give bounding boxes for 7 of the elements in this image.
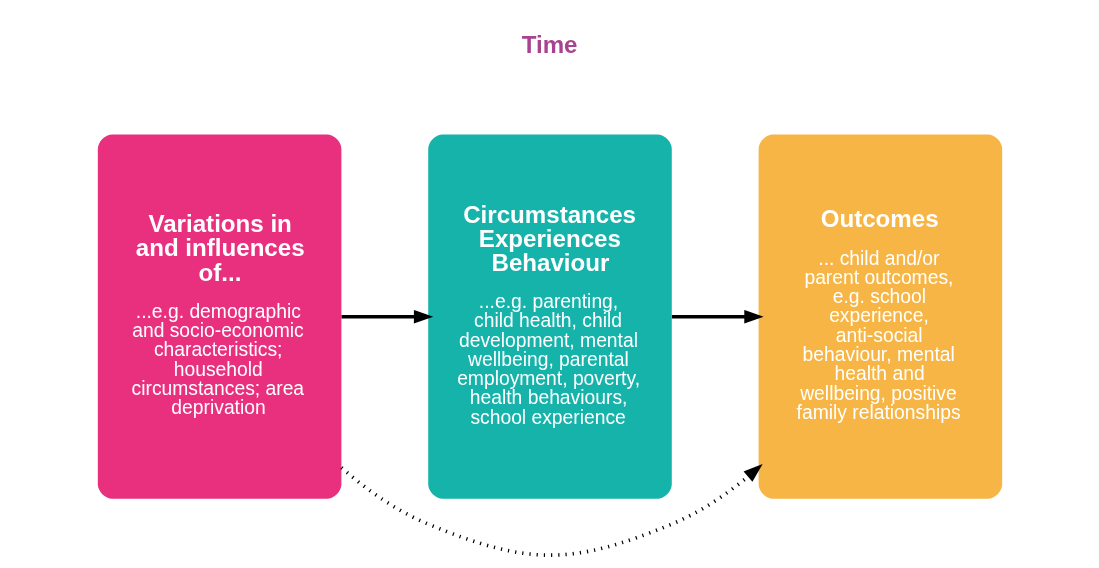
arrow: [671, 309, 764, 324]
arrow: [341, 309, 433, 324]
node-box: Circumstances Experiences Behaviour ...e.g. parenting, child health, child development, mental wellbeing, parental employment, poverty, health behaviours, school experience: [427, 134, 672, 499]
label: Time: [521, 30, 578, 58]
arrow: [339, 464, 763, 557]
node-box: Outcomes ... child and/or parent outcomes, e.g. school experience, anti-social behaviour, mental health and wellbeing, positive family relationships: [758, 134, 1002, 499]
node-box: Variations in and influences of... ...e.g. demographic and socio-economic characteristics; household circumstances; area deprivation: [97, 134, 341, 499]
